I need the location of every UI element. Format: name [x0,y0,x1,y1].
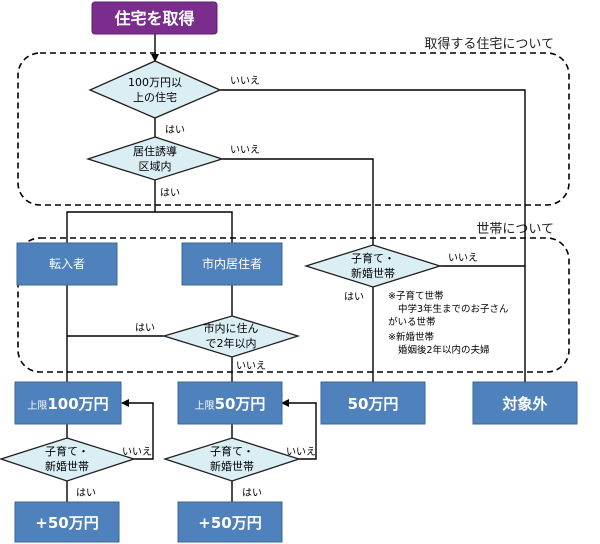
decision-d2-line2: 区域内 [139,159,172,173]
decision-d3-line2: 新婚世帯 [351,266,395,280]
box-plus50-b-text: +50万円 [198,514,261,532]
title-text: 住宅を取得 [114,9,194,28]
edge-labels: いいえ はい いいえ はい いいえ はい はい いいえ いいえ はい いいえ は… [76,75,478,499]
box-excluded-text: 対象外 [501,395,547,413]
edge-label-d3-yes: はい [344,291,364,303]
decision-d5-line1: 子育て・ [45,444,89,458]
box-cap50: 上限50万円 [177,381,283,425]
box-cap100-value: 100万円 [47,395,108,413]
decision-d5: 子育て・ 新婚世帯 [0,437,137,482]
decision-d6-line1: 子育て・ [210,444,254,458]
edge-label-d1-yes: はい [165,124,185,136]
edge-label-d2-yes: はい [160,187,180,199]
decision-d3-line1: 子育て・ [351,251,395,265]
box-cap100-text: 上限100万円 [27,395,108,413]
edge-label-d6-no: いいえ [286,446,316,458]
box-cap50-text: 上限50万円 [195,395,266,413]
note-kosodate-line2: がいる世帯 [388,316,436,328]
box-fixed50: 50万円 [320,381,426,425]
group-housing-label: 取得する住宅について [424,36,554,52]
decision-d1-line2: 上の住宅 [133,90,177,104]
decision-d1: 100万円以 上の住宅 [88,60,222,119]
decision-d4: 市内に住ん で2年以内 [161,315,301,358]
edge-label-d6-yes: はい [242,487,262,499]
edge-label-d5-yes: はい [76,487,96,499]
box-tennyu-text: 転入者 [49,257,85,271]
edge-label-d2-no: いいえ [230,144,260,156]
note-kosodate-line1: 中学3年生までのお子さん [398,303,509,315]
decision-d1-line1: 100万円以 [128,76,182,89]
decision-d4-line1: 市内に住ん [204,321,259,335]
decision-d2: 居住誘導 区域内 [85,136,225,181]
box-tennyu: 転入者 [16,242,118,286]
box-cap50-prefix: 上限 [195,400,215,412]
note-shinkon-title: ※新婚世帯 [388,331,434,343]
decision-d2-line1: 居住誘導 [133,144,177,158]
box-shinai-text: 市内居住者 [202,256,262,271]
edge-label-d4-no: いいえ [236,360,266,372]
decision-d4-line2: で2年以内 [206,336,257,350]
decision-d3: 子育て・ 新婚世帯 [303,244,443,288]
box-plus50-a: +50万円 [14,501,120,543]
group-household-frame [17,237,570,373]
notes: ※子育て世帯 中学3年生までのお子さん がいる世帯 ※新婚世帯 婚姻後2年以内の… [388,290,509,356]
box-cap100: 上限100万円 [14,381,122,425]
title-node: 住宅を取得 [91,1,218,35]
box-plus50-b: +50万円 [177,501,283,543]
decision-d6: 子育て・ 新婚世帯 [162,437,302,482]
group-housing-frame [17,52,570,206]
edge-label-d3-no: いいえ [448,252,478,264]
box-excluded: 対象外 [472,381,578,425]
decision-d5-line2: 新婚世帯 [45,459,89,473]
box-cap100-prefix: 上限 [27,400,47,412]
connectors [66,34,526,502]
box-plus50-a-text: +50万円 [35,514,98,532]
note-kosodate-title: ※子育て世帯 [388,290,444,302]
group-household-label: 世帯について [476,222,554,237]
box-shinai: 市内居住者 [181,242,283,286]
edge-label-d5-no: いいえ [122,446,152,458]
edge-label-d1-no: いいえ [230,75,260,87]
box-cap50-value: 50万円 [215,395,266,413]
decision-d6-line2: 新婚世帯 [210,459,254,473]
note-shinkon-body: 婚姻後2年以内の夫婦 [398,344,490,356]
edge-label-d4-yes: はい [135,322,155,334]
box-fixed50-text: 50万円 [348,395,399,413]
